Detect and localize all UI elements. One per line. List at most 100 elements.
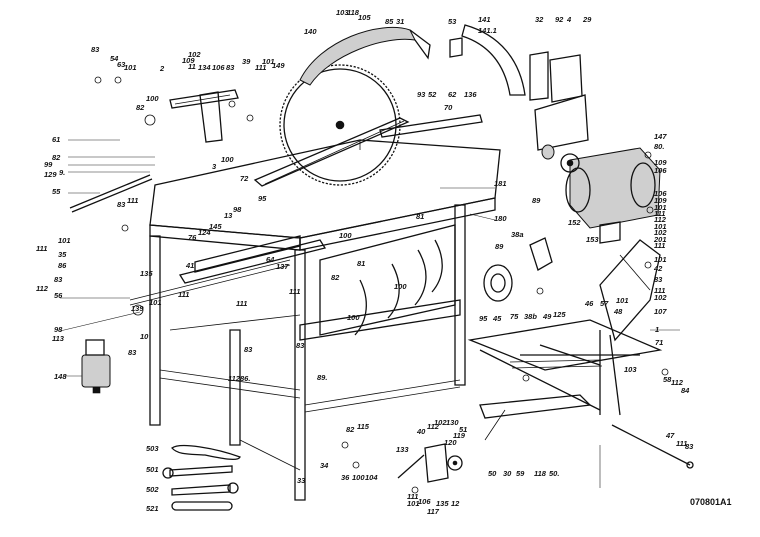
part-callout-label: 100 (347, 313, 360, 322)
wrench-501 (162, 465, 233, 479)
part-callout-label: 105 (358, 13, 371, 22)
part-callout-label: 101 (654, 203, 667, 212)
part-callout-label: 134 (198, 63, 211, 72)
part-callout-label: 47 (665, 431, 675, 440)
part-callout-label: 40 (416, 427, 426, 436)
part-callout-label: 55 (52, 187, 61, 196)
part-callout-label: 135 (140, 269, 153, 278)
part-callout-label: 115 (357, 422, 370, 431)
part-callout-label: 112 (654, 215, 667, 224)
part-callout-label: 86. (240, 374, 250, 383)
part-callout-label: 89 (532, 196, 541, 205)
part-callout-label: 32 (535, 15, 544, 24)
part-callout-label: 13 (224, 211, 233, 220)
part-callout-label: 86 (58, 261, 67, 270)
part-callout-label: 112 (36, 284, 49, 293)
part-callout-label: 141.1 (478, 26, 497, 35)
part-callout-label: 111 (236, 299, 247, 308)
part-callout-label: 100 (221, 155, 234, 164)
part-callout-label: 109 (182, 56, 195, 65)
part-callout-label: 83 (226, 63, 235, 72)
sliding-rails (253, 114, 483, 187)
part-callout-label: 10 (140, 332, 149, 341)
part-callout-label: 111 (289, 287, 300, 296)
part-callout-label: 124 (198, 228, 211, 237)
part-callout-label: 11 (188, 62, 196, 71)
part-callout-label: 93 (417, 90, 426, 99)
part-callout-label: 111 (654, 209, 665, 218)
part-callout-label: 59 (516, 469, 525, 478)
part-callout-label: 81 (416, 212, 424, 221)
part-callout-label: 83 (117, 200, 126, 209)
part-callout-label: 83 (296, 341, 305, 350)
part-callout-label: 50. (549, 469, 559, 478)
part-callout-label: 101 (262, 57, 275, 66)
part-callout-label: 113 (52, 334, 65, 343)
part-callout-label: 100 (394, 282, 407, 291)
part-callout-label: 3 (212, 162, 217, 171)
part-callout-label: 2 (159, 64, 165, 73)
part-callout-label: 48 (613, 307, 623, 316)
part-callout-label: 84 (681, 386, 690, 395)
part-callout-label: 106 (212, 63, 225, 72)
part-callout-label: 118 (347, 8, 360, 17)
part-callout-label: 100 (339, 231, 352, 240)
part-callout-label: 101 (124, 63, 137, 72)
part-callout-label: 99 (44, 160, 53, 169)
part-callout-label: 82 (331, 273, 340, 282)
part-callout-label: 89. (317, 373, 327, 382)
wrench-502 (171, 482, 239, 496)
part-callout-label: 102 (654, 228, 667, 237)
side-bar (69, 174, 153, 213)
part-callout-label: 36 (341, 473, 350, 482)
part-callout-label: 101 (654, 255, 667, 264)
guard-plates (449, 24, 589, 151)
part-callout-label: 117 (427, 507, 440, 516)
part-callout-label: 75 (510, 312, 519, 321)
part-callout-label: 106 (654, 166, 667, 175)
part-callout-label: 101 (407, 499, 420, 508)
part-callout-label: 125 (553, 310, 566, 319)
part-callout-label: 139 (131, 304, 144, 313)
part-callout-label: 118 (534, 469, 547, 478)
part-callout-label: 83 (128, 348, 137, 357)
part-callout-label: 35 (58, 250, 67, 259)
part-callout-label: 111 (654, 241, 665, 250)
part-callout-label: 111 (654, 286, 665, 295)
part-callout-label: 111 (407, 492, 418, 501)
long-rod (611, 424, 694, 469)
part-callout-label: 101 (654, 222, 667, 231)
part-callout-label: 137 (276, 262, 289, 271)
part-callout-label: 89 (495, 242, 504, 251)
part-callout-label: 81 (357, 259, 365, 268)
part-callout-label: 82 (346, 425, 355, 434)
part-callout-label: 181 (494, 179, 507, 188)
part-callout-label: 30 (503, 469, 512, 478)
part-callout-label: 63 (117, 60, 126, 69)
part-callout-label: 83 (244, 345, 253, 354)
part-callout-label: 9. (59, 168, 65, 177)
part-callout-label: 502 (146, 485, 159, 494)
part-callout-label: 111 (255, 63, 266, 72)
part-callout-label: 135 (436, 499, 449, 508)
part-callout-label: 103 (624, 365, 637, 374)
part-callout-label: 148 (54, 372, 67, 381)
drawing-reference-code: 070801A1 (690, 497, 732, 507)
part-callout-label: 92 (555, 15, 564, 24)
stand-frame (149, 204, 466, 501)
part-callout-label: 71 (655, 338, 663, 347)
part-callout-label: 83 (91, 45, 100, 54)
motor (560, 147, 661, 244)
part-callout-label: 61 (52, 135, 60, 144)
part-callout-label: 46 (584, 299, 594, 308)
crosscut-slide (129, 235, 327, 306)
part-callout-label: 53 (448, 17, 457, 26)
part-callout-label: 56 (54, 291, 63, 300)
part-callout-label: 102 (188, 50, 201, 59)
part-callout-label: 102 (654, 293, 667, 302)
part-callout-label: 112 (427, 422, 440, 431)
part-callout-label: 29 (582, 15, 592, 24)
part-callout-label: 98 (233, 205, 242, 214)
